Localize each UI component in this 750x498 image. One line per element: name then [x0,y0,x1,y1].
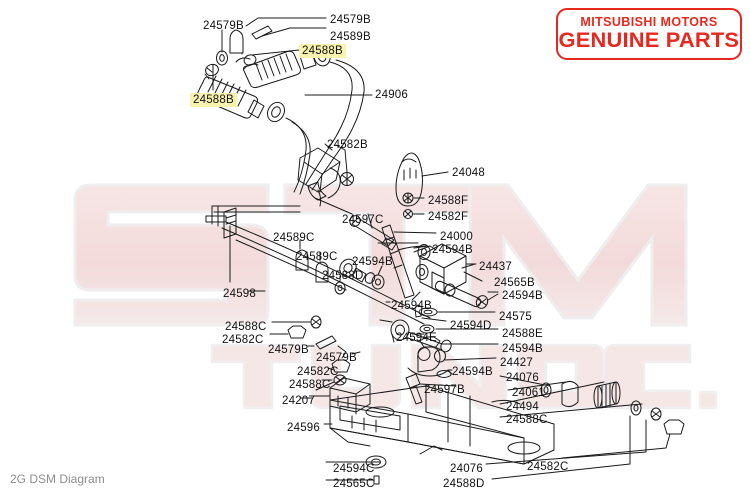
badge-line-2: GENUINE PARTS [558,29,740,52]
part-label-24598: 24598 [223,288,256,300]
part-label-24000: 24000 [440,231,473,243]
part-label-24588b: 24588B [299,44,346,58]
badge-line-1: MITSUBISHI MOTORS [580,15,718,29]
part-label-24594b: 24594B [502,290,543,302]
part-label-24565b: 24565B [494,277,535,289]
part-label-24594b: 24594B [352,256,393,268]
part-label-24594c: 24594C [333,463,375,475]
part-label-24588c: 24588C [225,321,267,333]
part-label-24076: 24076 [450,463,483,475]
part-label-24588e: 24588E [502,328,543,340]
part-label-24588c: 24588C [506,414,548,426]
part-label-24594b: 24594B [502,343,543,355]
part-label-24207: 24207 [282,395,315,407]
part-label-24579b: 24579B [203,20,244,32]
part-label-24579b: 24579B [330,14,371,26]
diagram-caption: 2G DSM Diagram [10,472,105,486]
part-label-24594d: 24594D [450,320,492,332]
part-label-24061: 24061 [512,387,545,399]
part-label-24582b: 24582B [327,139,368,151]
part-label-24579b: 24579B [316,352,357,364]
part-label-24582c: 24582C [297,366,339,378]
part-label-24906: 24906 [375,89,408,101]
part-label-24588b: 24588B [190,93,237,107]
part-label-24597b: 24597B [424,384,465,396]
part-label-24582f: 24582F [428,211,469,223]
part-label-24588d: 24588D [443,478,485,490]
part-label-24589c: 24589C [273,232,315,244]
part-label-24588d: 24588D [322,270,364,282]
part-label-24588c: 24588C [289,379,331,391]
mitsubishi-genuine-parts-badge: MITSUBISHI MOTORS GENUINE PARTS [556,8,742,60]
part-label-24597c: 24597C [342,214,384,226]
part-label-24076: 24076 [506,372,539,384]
part-label-24596: 24596 [287,422,320,434]
part-label-24437: 24437 [479,261,512,273]
part-label-24589c: 24589C [296,251,338,263]
part-label-24048: 24048 [452,167,485,179]
part-label-24565c: 24565C [333,478,375,490]
leader-line [245,17,327,27]
part-label-24582c: 24582C [527,461,569,473]
part-label-24588f: 24588F [428,195,469,207]
part-label-24575: 24575 [499,311,532,323]
part-label-24582c: 24582C [222,334,264,346]
part-label-24589b: 24589B [330,31,371,43]
part-label-24594b: 24594B [452,366,493,378]
part-label-24594b: 24594B [432,244,473,256]
part-label-24579b: 24579B [268,344,309,356]
part-label-24594b: 24594B [391,300,432,312]
part-label-24494: 24494 [506,401,539,413]
part-label-24594e: 24594E [396,332,437,344]
part-label-24427: 24427 [500,357,533,369]
